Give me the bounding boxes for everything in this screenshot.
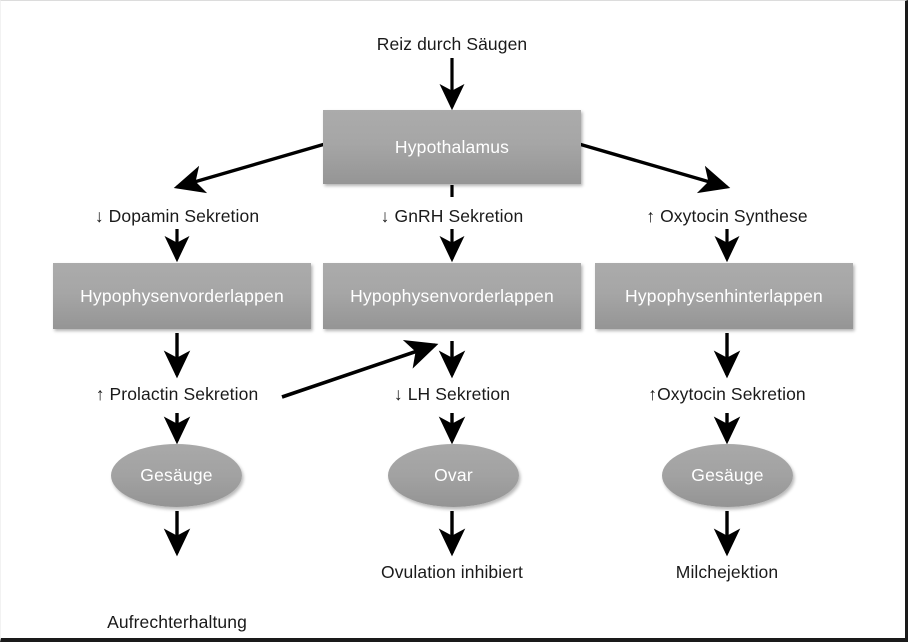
label-outcome-milchejektion: Milchejektion [675,562,779,582]
arrow-prolactin-to-hvl-middle [281,339,439,399]
outcome-left-line1: Aufrechterhaltung [107,612,247,632]
node-hvl-middle-label: Hypophysenvorderlappen [350,285,554,306]
stimulus-label: Reiz durch Säugen [376,34,528,54]
node-ovar-label: Ovar [434,465,473,485]
label-dopamin-sekretion: ↓ Dopamin Sekretion [94,206,260,226]
label-outcome-milchproduktion: Aufrechterhaltung der Milchproduktion [47,560,307,638]
arrow-hypothalamus-to-dopamin [173,142,326,194]
node-hhl-right-label: Hypophysenhinterlappen [624,285,823,306]
node-hypophysenhinterlappen-right: Hypophysenhinterlappen [595,263,853,329]
node-gesaeuge-right-label: Gesäuge [691,465,764,485]
arrow-hypothalamus-to-oxytocin-synthese [578,142,731,194]
node-hvl-left-label: Hypophysenvorderlappen [80,285,284,306]
label-outcome-ovulation: Ovulation inhibiert [381,562,523,582]
node-hypothalamus: Hypothalamus [323,110,581,184]
node-gesaeuge-left: Gesäuge [111,444,242,507]
label-prolactin-sekretion: ↑ Prolactin Sekretion [95,384,259,404]
label-oxytocin-synthese: ↑ Oxytocin Synthese [646,206,808,226]
node-gesaeuge-right: Gesäuge [662,444,793,507]
label-lh-sekretion: ↓ LH Sekretion [393,384,511,404]
node-hypophysenvorderlappen-left: Hypophysenvorderlappen [53,263,311,329]
node-gesaeuge-left-label: Gesäuge [140,465,213,485]
label-oxytocin-sekretion: ↑Oxytocin Sekretion [648,384,806,404]
node-ovar: Ovar [388,444,519,507]
node-hypophysenvorderlappen-middle: Hypophysenvorderlappen [323,263,581,329]
label-gnrh-sekretion: ↓ GnRH Sekretion [380,206,524,226]
node-hypothalamus-label: Hypothalamus [394,136,510,157]
